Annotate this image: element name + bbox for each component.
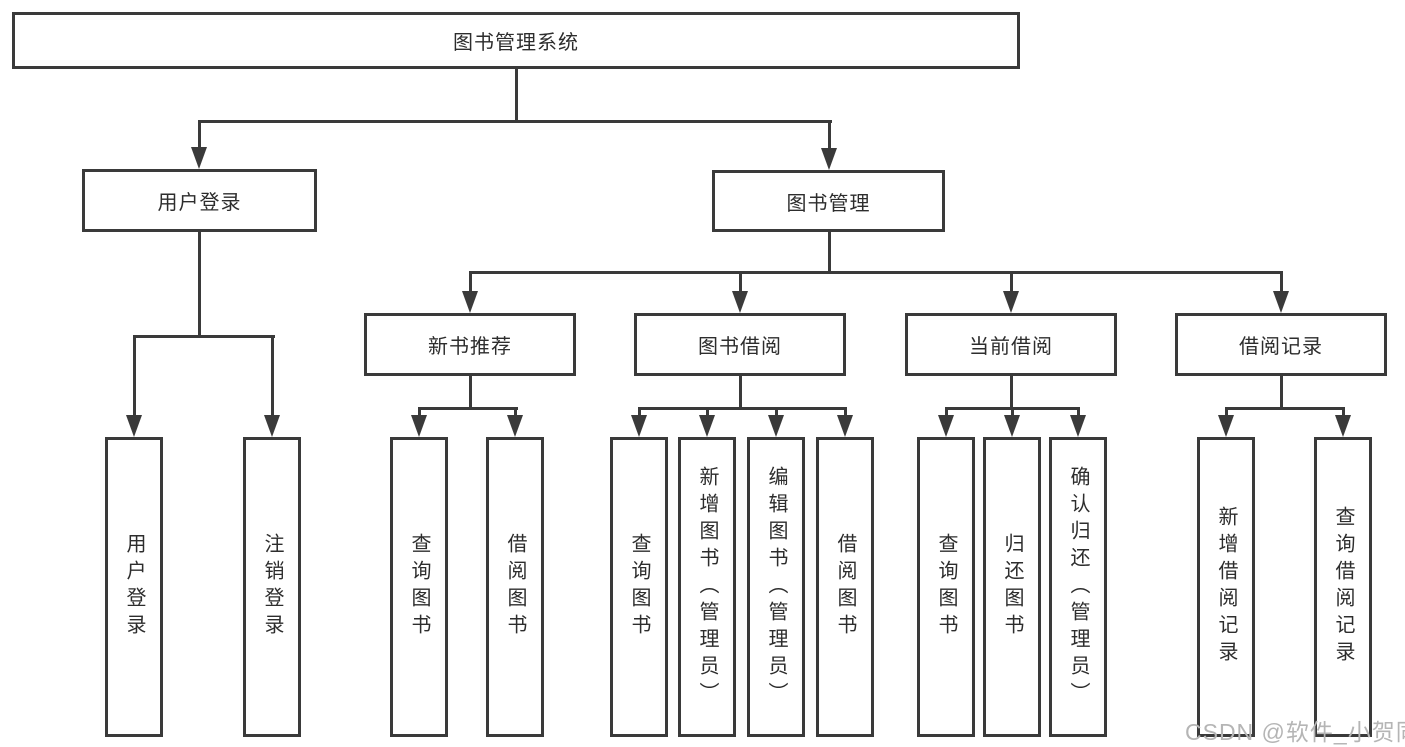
leaf-bb-query-books-label: 查询图书 [628, 533, 650, 641]
arrow-down-icon [1335, 415, 1351, 437]
node-user-login-label: 用户登录 [157, 192, 242, 214]
arrow-down-icon [631, 415, 647, 437]
node-new-book-recommend-label: 新书推荐 [428, 336, 512, 358]
node-current-borrow-label: 当前借阅 [969, 336, 1053, 358]
leaf-bb-query-books: 查询图书 [610, 437, 668, 737]
connector-borrow-records-bar [1225, 407, 1345, 410]
arrow-down-icon [1004, 415, 1020, 437]
leaf-nbr-borrow-books: 借阅图书 [486, 437, 544, 737]
connector-drop-leaf [1011, 410, 1014, 417]
node-system-label: 图书管理系统 [453, 32, 579, 54]
arrow-down-icon [462, 291, 478, 313]
connector-drop-leaf [945, 410, 948, 417]
connector-drop-leaf [1077, 410, 1080, 417]
node-current-borrow: 当前借阅 [905, 313, 1117, 376]
leaf-bb-borrow-books-label: 借阅图书 [834, 533, 856, 641]
arrow-down-icon [191, 147, 207, 169]
leaf-bb-borrow-books: 借阅图书 [816, 437, 874, 737]
arrow-down-icon [1003, 291, 1019, 313]
node-borrow-records: 借阅记录 [1175, 313, 1387, 376]
connector-root-stem [515, 68, 518, 123]
leaf-bb-edit-books-admin-label: 编辑图书（管理员） [765, 465, 787, 709]
connector-drop-book-borrow [739, 274, 742, 293]
connector-new-book-bar [418, 407, 518, 410]
connector-current-borrow-bar [945, 407, 1080, 410]
connector-book-management-stem [828, 232, 831, 274]
connector-drop-leaf [514, 410, 517, 417]
leaf-bb-add-books-admin-label: 新增图书（管理员） [696, 465, 718, 709]
leaf-cb-return-books: 归还图书 [983, 437, 1041, 737]
node-book-management: 图书管理 [712, 170, 945, 232]
leaf-cb-query-books: 查询图书 [917, 437, 975, 737]
connector-drop-user-login [198, 123, 201, 149]
csdn-watermark: CSDN @软件_小贺同学 [1185, 719, 1405, 745]
node-book-management-label: 图书管理 [786, 192, 871, 215]
node-user-login: 用户登录 [82, 169, 317, 232]
leaf-br-query-record: 查询借阅记录 [1314, 437, 1372, 737]
connector-drop-book-management [828, 123, 831, 150]
arrow-down-icon [938, 415, 954, 437]
leaf-cb-query-books-label: 查询图书 [935, 533, 957, 641]
leaf-cb-return-books-label: 归还图书 [1001, 533, 1023, 641]
arrow-down-icon [837, 415, 853, 437]
connector-drop-leaf [418, 410, 421, 417]
arrow-down-icon [264, 415, 280, 437]
arrow-down-icon [821, 148, 837, 170]
leaf-cb-confirm-return-admin: 确认归还（管理员） [1049, 437, 1107, 737]
leaf-bb-add-books-admin: 新增图书（管理员） [678, 437, 736, 737]
arrow-down-icon [126, 415, 142, 437]
arrow-down-icon [1273, 291, 1289, 313]
node-new-book-recommend: 新书推荐 [364, 313, 576, 376]
arrow-down-icon [732, 291, 748, 313]
connector-drop-new-book [469, 274, 472, 293]
arrow-down-icon [768, 415, 784, 437]
leaf-nbr-query-books-label: 查询图书 [408, 533, 430, 641]
leaf-cb-confirm-return-admin-label: 确认归还（管理员） [1067, 465, 1089, 709]
leaf-bb-edit-books-admin: 编辑图书（管理员） [747, 437, 805, 737]
connector-drop-current-borrow [1010, 274, 1013, 293]
connector-drop-leaf [271, 338, 274, 416]
node-book-borrow: 图书借阅 [634, 313, 846, 376]
connector-drop-leaf [706, 410, 709, 417]
connector-current-borrow-stem [1010, 376, 1013, 410]
connector-user-login-bar [133, 335, 275, 338]
connector-user-login-stem [198, 232, 201, 337]
leaf-br-query-record-label: 查询借阅记录 [1332, 506, 1354, 668]
connector-book-borrow-stem [739, 376, 742, 410]
arrow-down-icon [507, 415, 523, 437]
leaf-br-add-record: 新增借阅记录 [1197, 437, 1255, 737]
connector-new-book-stem [469, 376, 472, 410]
leaf-user-login: 用户登录 [105, 437, 163, 737]
connector-borrow-records-stem [1280, 376, 1283, 410]
leaf-logout-label: 注销登录 [261, 533, 283, 641]
leaf-br-add-record-label: 新增借阅记录 [1215, 506, 1237, 668]
connector-book-management-bar [469, 271, 1283, 274]
connector-drop-leaf [1342, 410, 1345, 417]
connector-drop-leaf [1225, 410, 1228, 417]
arrow-down-icon [1218, 415, 1234, 437]
node-system: 图书管理系统 [12, 12, 1020, 69]
node-borrow-records-label: 借阅记录 [1239, 336, 1323, 358]
connector-drop-borrow-record [1280, 274, 1283, 293]
connector-drop-leaf [133, 338, 136, 416]
connector-book-borrow-bar [638, 407, 847, 410]
connector-drop-leaf [844, 410, 847, 417]
arrow-down-icon [1070, 415, 1086, 437]
leaf-nbr-borrow-books-label: 借阅图书 [504, 533, 526, 641]
node-book-borrow-label: 图书借阅 [698, 336, 782, 358]
connector-root-bar [198, 120, 832, 123]
arrow-down-icon [411, 415, 427, 437]
leaf-nbr-query-books: 查询图书 [390, 437, 448, 737]
leaf-logout: 注销登录 [243, 437, 301, 737]
connector-drop-leaf [775, 410, 778, 417]
arrow-down-icon [699, 415, 715, 437]
connector-drop-leaf [638, 410, 641, 417]
leaf-user-login-label: 用户登录 [123, 533, 145, 641]
